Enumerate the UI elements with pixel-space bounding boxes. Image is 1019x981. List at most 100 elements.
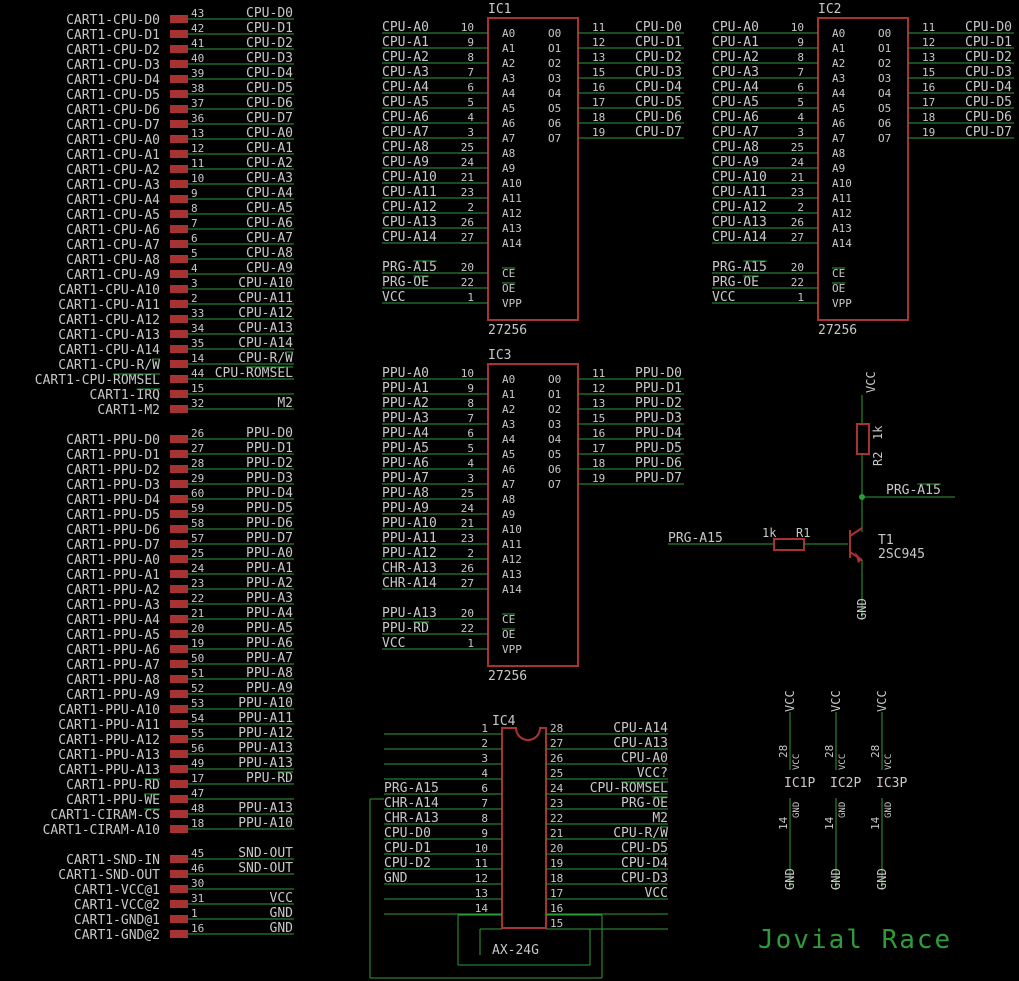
r2-resistor [856,423,870,455]
ic3-output-pin: 18 [592,457,605,470]
connector-pin-number: 21 [191,607,204,620]
connector-pin-number: 3 [191,277,198,290]
connector-pin-number: 54 [191,712,205,725]
ic2-ctrl-pin: 1 [797,291,804,304]
connector-pad [170,585,188,593]
ic2-output-pin: 15 [922,66,935,79]
vcc-label: VCC [864,371,878,393]
ic2-ctrl-pin-name: OE [832,282,845,295]
ic3-pin-name: A6 [502,463,515,476]
connector-net-label: PPU-A4 [246,606,293,621]
connector-net-label: PPU-A3 [246,591,293,606]
connector-net-label: PPU-A5 [246,621,293,636]
connector-signal-label: CART1-PPU-RD [66,778,160,793]
ic1-output-net: CPU-D3 [635,65,682,80]
connector-net-label: CPU-D6 [246,96,293,111]
ic3-input-pin: 8 [467,397,474,410]
ic1-input-net: CPU-A9 [382,155,429,170]
ic3-value: 27256 [488,669,527,684]
connector-pad [170,495,188,503]
ic2-input-pin: 7 [797,66,804,79]
ic2-ctrl-net: VCC [712,290,735,305]
power-gnd-pin-name: GND [884,802,894,818]
connector-net-label: PPU-A7 [246,651,293,666]
ic3-output-net: PPU-D1 [635,381,682,396]
connector-pad [170,915,188,923]
power-vcc-label: VCC [829,690,843,712]
connector-signal-label: CART1-VCC@1 [74,883,160,898]
ic1-pin-name: O2 [548,57,561,70]
r2-value: 1k [871,425,885,440]
connector-net-label: PPU-A1 [246,561,293,576]
connector-signal-label: CART1-IRQ [90,388,161,403]
connector-pin-number: 60 [191,487,204,500]
connector-pin-number: 28 [191,457,204,470]
ic4-left-pin: 8 [481,812,488,825]
ic1-input-net: CPU-A6 [382,110,429,125]
connector-signal-label: CART1-PPU-A1 [66,568,160,583]
ic1-pin-name: A12 [502,207,522,220]
ic2-input-pin: 8 [797,51,804,64]
ic2-ctrl-net: PRG-OE [712,275,759,290]
ic3-pin-name: A5 [502,448,515,461]
connector-net-label: CPU-A1 [246,141,293,156]
connector-pin-number: 12 [191,142,204,155]
ic1-input-net: CPU-A2 [382,50,429,65]
connector-net-label: PPU-A12 [238,726,293,741]
ic1-input-pin: 7 [467,66,474,79]
ic4-right-pin: 28 [550,722,563,735]
ic4-right-pin: 21 [550,827,563,840]
connector-signal-label: CART1-CPU-A1 [66,148,160,163]
ic3-input-pin: 21 [461,517,474,530]
connector-pad [170,180,188,188]
transistor-collector [849,527,863,537]
connector-net-label: CPU-D2 [246,36,293,51]
connector-pad [170,75,188,83]
connector-net-label: CPU-A2 [246,156,293,171]
ic3-pin-name: O4 [548,433,562,446]
ic1-output-pin: 11 [592,21,605,34]
ic2-pin-name: A2 [832,57,845,70]
power-vcc-pin: 28 [823,745,836,758]
connector-pin-number: 44 [191,367,205,380]
connector-pad [170,240,188,248]
ic3-input-pin: 24 [461,502,475,515]
ic4-right-net: CPU-D5 [621,841,668,856]
ic1-output-net: CPU-D6 [635,110,682,125]
connector-signal-label: CART1-PPU-A13 [58,748,160,763]
ic4-right-net: CPU-A0 [621,751,668,766]
ic2-output-pin: 19 [922,126,935,139]
ic3-output-pin: 11 [592,367,605,380]
connector-signal-label: CART1-PPU-A8 [66,673,160,688]
ic3-ctrl-pin-name: CE [502,613,515,626]
connector-net-label: CPU-R/W [238,351,293,366]
ic2-pin-name: O7 [878,132,891,145]
ic3-pin-name: O0 [548,373,561,386]
power-gnd-pin-name: GND [838,802,848,818]
ic3-input-net: PPU-A1 [382,381,429,396]
power-vcc-pin: 28 [869,745,882,758]
ic4-right-net: M2 [652,811,668,826]
connector-net-label: M2 [277,396,293,411]
connector-pad [170,645,188,653]
ic1-input-pin: 2 [467,201,474,214]
r2-name: R2 [871,452,885,466]
ic2-input-pin: 26 [791,216,804,229]
connector-pad [170,765,188,773]
ic1-output-net: CPU-D4 [635,80,682,95]
connector-pad [170,330,188,338]
connector-net-label: PPU-A8 [246,666,293,681]
ic2-output-net: CPU-D3 [965,65,1012,80]
connector-pin-number: 32 [191,397,204,410]
connector-pad [170,300,188,308]
ic4-right-pin: 17 [550,887,563,900]
ic2-pin-name: A13 [832,222,852,235]
ic2-input-net: CPU-A3 [712,65,759,80]
ic3-pin-name: A12 [502,553,522,566]
ic2-pin-name: O3 [878,72,891,85]
connector-net-label: CPU-A3 [246,171,293,186]
ic1-output-pin: 17 [592,96,605,109]
connector-pad [170,750,188,758]
connector-pin-number: 8 [191,202,198,215]
